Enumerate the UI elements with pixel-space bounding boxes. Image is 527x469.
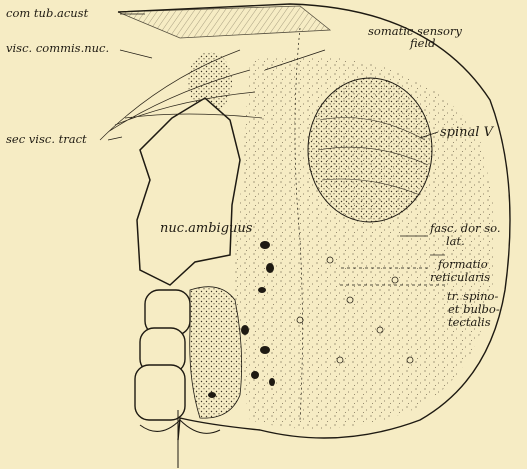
top-fiber-band: [118, 6, 330, 38]
label-fasc-dorso-lat-line2: lat.: [446, 234, 465, 248]
label-tr-spino-line2: et bulbo-: [448, 302, 500, 316]
paramedian-column: [190, 287, 242, 418]
label-visc-commis-nuc: visc. commis.nuc.: [6, 41, 109, 55]
label-nuc-ambiguus: nuc.ambiguus: [160, 221, 253, 236]
label-spinal-v: spinal V: [440, 125, 495, 140]
label-formatio-line1: formatio: [437, 257, 488, 271]
label-tr-spino-line3: tectalis: [448, 315, 491, 329]
label-fasc-dorso-lat-line1: fasc. dor so.: [429, 221, 500, 235]
label-formatio-line2: reticularis: [430, 270, 490, 284]
label-com-tub-acust: com tub.acust: [6, 6, 89, 20]
label-tr-spino-line1: tr. spino-: [447, 289, 498, 303]
spinal-v-tract: [308, 78, 432, 222]
nuc-ambiguus-region: [137, 98, 240, 285]
label-sec-visc-tract: sec visc. tract: [6, 132, 87, 146]
label-somatic-sensory-line2: field: [409, 36, 436, 50]
